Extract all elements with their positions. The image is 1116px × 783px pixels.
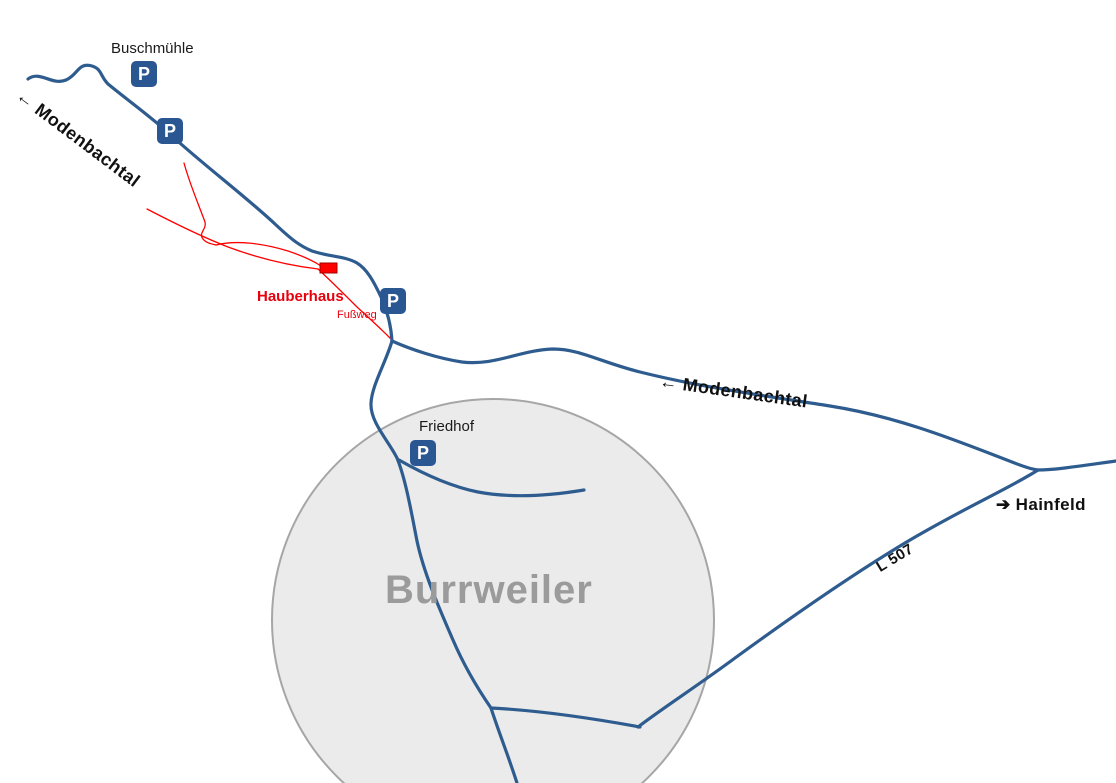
road-l507 [636, 468, 1040, 729]
label-buschmuehle: Buschmühle [111, 40, 194, 57]
label-burrweiler: Burrweiler [385, 568, 593, 612]
label-hauberhaus: Hauberhaus [257, 288, 344, 305]
road-label-text: Hainfeld [1015, 495, 1086, 514]
parking-icon-friedhof: P [410, 440, 436, 466]
parking-icon-hauberhaus: P [380, 288, 406, 314]
road-modenbachtal-upper [26, 63, 394, 343]
footpath-to-road [317, 268, 391, 339]
road-hainfeld [1036, 459, 1116, 472]
footpath-north [183, 162, 217, 246]
label-friedhof: Friedhof [419, 418, 475, 435]
footpath-west [146, 208, 319, 270]
right-arrow-icon: ➔ [996, 495, 1011, 514]
left-arrow-icon: ← [658, 371, 680, 394]
burrweiler-town-circle [271, 398, 715, 783]
road-bottom-street [489, 706, 642, 729]
label-fussweg: Fußweg [337, 309, 377, 321]
hauberhaus-marker [319, 262, 338, 274]
road-label-hainfeld: ➔Hainfeld [996, 496, 1086, 513]
footpath-loop [215, 241, 322, 267]
road-modenbachtal-east [390, 339, 1040, 472]
road-side-street [397, 458, 586, 498]
parking-icon-modenbachtal: P [157, 118, 183, 144]
parking-icon-buschmuehle: P [131, 61, 157, 87]
